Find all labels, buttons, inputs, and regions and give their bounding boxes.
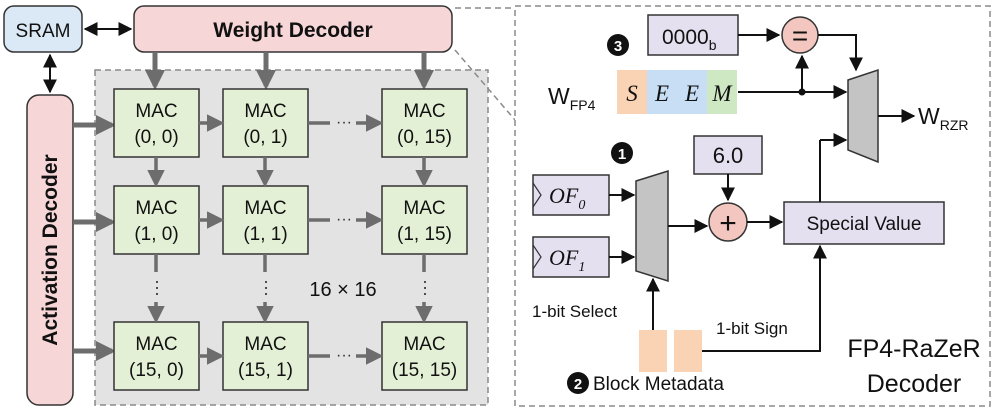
mac-cell-index: (0, 15) bbox=[397, 127, 452, 148]
fp4-field bbox=[617, 70, 647, 114]
equals-symbol: = bbox=[792, 20, 808, 51]
weight-decoder-block bbox=[133, 5, 453, 53]
mac-cell-label: MAC bbox=[244, 101, 286, 122]
block-metadata-label: Block Metadata bbox=[593, 374, 724, 395]
w-rzr-label: WRZR bbox=[918, 103, 969, 133]
sram-label: SRAM bbox=[16, 21, 71, 42]
mac-cell-label: MAC bbox=[135, 334, 177, 355]
w-fp4-label: WFP4 bbox=[548, 83, 596, 113]
sram-block bbox=[3, 5, 83, 53]
mac-cell-index: (15, 0) bbox=[129, 360, 184, 381]
step-3-badge bbox=[607, 34, 629, 56]
const-six-label: 6.0 bbox=[713, 143, 744, 168]
mac-cell-index: (0, 1) bbox=[243, 127, 287, 148]
array-size-label: 16 × 16 bbox=[309, 279, 376, 301]
mac-cell: MAC (15, 15) bbox=[381, 321, 468, 391]
mac-cell-index: (15, 1) bbox=[238, 360, 293, 381]
special-value-label: Special Value bbox=[807, 214, 922, 235]
step-1-number: 1 bbox=[618, 146, 626, 163]
mac-cell: MAC (1, 1) bbox=[222, 185, 309, 255]
fp4-field-label: S bbox=[626, 81, 638, 106]
mac-cell-index: (15, 15) bbox=[392, 360, 457, 381]
of0-label: OF0 bbox=[549, 183, 585, 213]
mac-cell-label: MAC bbox=[403, 198, 445, 219]
mac-cell-index: (0, 0) bbox=[134, 127, 178, 148]
step-2-number: 2 bbox=[574, 376, 582, 393]
sign-label: 1-bit Sign bbox=[716, 319, 788, 338]
of1-label: OF1 bbox=[549, 245, 585, 275]
plus-symbol: + bbox=[719, 207, 737, 240]
svg-text:···: ··· bbox=[257, 279, 277, 297]
const-six-box bbox=[693, 135, 763, 175]
mac-cell-label: MAC bbox=[135, 101, 177, 122]
svg-text:···: ··· bbox=[148, 279, 168, 297]
mac-cell-label: MAC bbox=[403, 334, 445, 355]
mac-cell: MAC (15, 1) bbox=[222, 321, 309, 391]
mac-cell: MAC (1, 0) bbox=[113, 185, 200, 255]
mac-cell: MAC (0, 15) bbox=[381, 88, 468, 158]
weight-decoder-label: Weight Decoder bbox=[213, 19, 372, 42]
mac-cell: MAC (0, 1) bbox=[222, 88, 309, 158]
step-1-badge bbox=[611, 142, 633, 164]
activation-decoder-block bbox=[26, 94, 74, 406]
mac-cell: MAC (15, 0) bbox=[113, 321, 200, 391]
special-value-box bbox=[783, 201, 945, 245]
decoder-title-line2: Decoder bbox=[867, 370, 962, 398]
metadata-block-b bbox=[674, 330, 702, 372]
mac-grid: MAC(0, 0)MAC(0, 1)MAC(0, 15)MAC(1, 0)MAC… bbox=[113, 88, 468, 391]
zoom-line-bottom bbox=[454, 49, 516, 121]
fp4-field bbox=[647, 70, 677, 114]
svg-text:···: ··· bbox=[416, 279, 436, 297]
zero-const-label: 0000b bbox=[662, 26, 717, 53]
step-2-badge bbox=[567, 372, 589, 394]
metadata-block-a bbox=[639, 330, 667, 372]
svg-text:···: ··· bbox=[336, 114, 352, 131]
grid-arrows: ··· ··· ··· ··· ··· ··· bbox=[147, 114, 436, 365]
select-label: 1-bit Select bbox=[532, 302, 617, 321]
offset-mux bbox=[635, 169, 669, 283]
mac-cell-index: (1, 0) bbox=[134, 224, 178, 245]
fp4-field-label: E bbox=[684, 81, 699, 106]
output-mux bbox=[847, 68, 879, 164]
svg-text:···: ··· bbox=[336, 211, 352, 228]
activation-decoder-label: Activation Decoder bbox=[39, 154, 62, 345]
decoder-title-line1: FP4-RaZeR bbox=[847, 335, 980, 363]
mac-cell-label: MAC bbox=[244, 198, 286, 219]
weight-column-arrows bbox=[145, 52, 434, 90]
mac-cell-index: (1, 15) bbox=[397, 224, 452, 245]
mac-cell-label: MAC bbox=[244, 334, 286, 355]
svg-text:···: ··· bbox=[336, 347, 352, 364]
activation-row-arrows bbox=[73, 115, 116, 361]
fp4-field-label: E bbox=[654, 81, 669, 106]
of1-box bbox=[532, 236, 610, 278]
fp4-field-label: M bbox=[711, 81, 733, 106]
step-3-number: 3 bbox=[614, 38, 622, 55]
mac-cell-index: (1, 1) bbox=[243, 224, 287, 245]
mac-cell-label: MAC bbox=[403, 101, 445, 122]
mac-cell-label: MAC bbox=[135, 198, 177, 219]
fp4-field bbox=[707, 70, 737, 114]
mac-cell: MAC (0, 0) bbox=[113, 88, 200, 158]
mac-cell: MAC (1, 15) bbox=[381, 185, 468, 255]
fp4-field bbox=[677, 70, 707, 114]
